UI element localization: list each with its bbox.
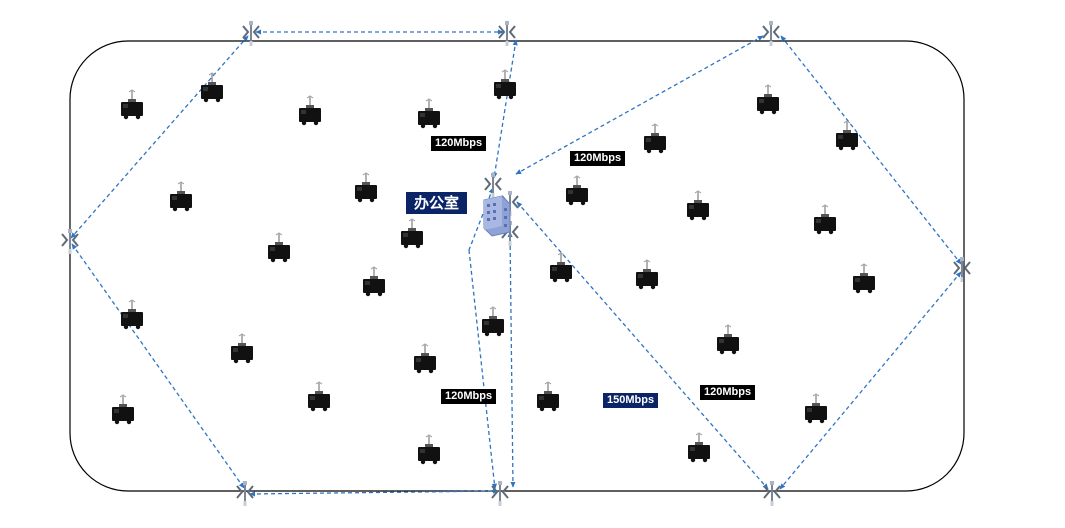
truck-icon [549,252,573,283]
truck-icon [835,120,859,151]
cell-tower-icon [763,480,781,507]
truck-icon [686,190,710,221]
truck-icon [852,263,876,294]
truck-icon [687,432,711,463]
cell-tower-icon [498,20,516,47]
link-label-bottom-center: 150Mbps [603,393,659,408]
link-lines [70,29,962,497]
truck-icon [756,84,780,115]
truck-icon [120,89,144,120]
truck-icon [417,434,441,465]
truck-icon [354,172,378,203]
link-line [71,243,245,489]
truck-icon [169,181,193,212]
truck-icon [536,381,560,412]
link-line [492,39,518,179]
truck-icon [716,324,740,355]
truck-icon [413,343,437,374]
cell-tower-icon [242,20,260,47]
truck-icon [362,266,386,297]
truck-icon [635,259,659,290]
link-line [507,231,516,488]
link-label-top-left: 120Mbps [431,136,487,151]
truck-icon [200,72,224,103]
truck-icon [813,204,837,235]
cell-tower-icon [484,172,502,199]
truck-icon [417,98,441,129]
link-line [70,35,249,239]
link-label-bottom-left: 120Mbps [441,389,497,404]
link-line [515,35,764,175]
truck-icon [481,306,505,337]
link-line [780,35,962,265]
office-label: 办公室 [406,192,468,214]
link-line [468,249,498,490]
truck-icon [493,69,517,100]
link-label-top-right: 120Mbps [570,151,626,166]
link-line [249,488,499,497]
cell-tower-icon [762,20,780,47]
truck-icon [804,393,828,424]
link-line [779,271,962,490]
link-label-bottom-right: 120Mbps [700,385,756,400]
link-line [516,201,769,490]
truck-icon [120,299,144,330]
coverage-boundary [69,40,965,492]
truck-icon [400,218,424,249]
vehicle-group [111,69,876,465]
office-building-icon [483,195,511,237]
truck-icon [643,123,667,154]
truck-icon [111,394,135,425]
truck-icon [307,381,331,412]
cell-tower-icon [491,480,509,507]
truck-icon [230,333,254,364]
truck-icon [565,175,589,206]
truck-icon [267,232,291,263]
truck-icon [298,95,322,126]
